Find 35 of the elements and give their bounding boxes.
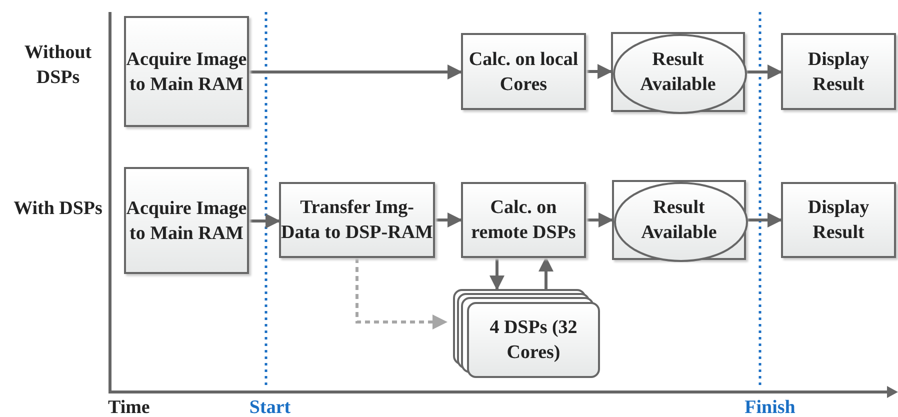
- process-box: [124, 16, 249, 127]
- arrow: [435, 212, 462, 228]
- arrow: [249, 64, 462, 80]
- node-label: Result Available: [640, 196, 718, 245]
- time-marker-label: Start: [248, 396, 292, 417]
- node-label: Acquire Image to Main RAM: [126, 196, 247, 246]
- arrow: [586, 212, 614, 228]
- process-box: [124, 167, 249, 274]
- process-box: [781, 33, 896, 110]
- node-label: Display Result: [806, 48, 870, 96]
- result-ellipse: [612, 180, 746, 260]
- node-label: 4 DSPs (32 Cores): [488, 316, 578, 365]
- node-label: Calc. on local Cores: [468, 48, 580, 96]
- time-marker-label: Finish: [744, 396, 796, 417]
- node-label: Display Result: [806, 196, 870, 245]
- node-label: Result Available: [639, 48, 717, 97]
- arrow: [538, 256, 554, 289]
- row-label: With DSPs: [12, 197, 104, 221]
- arrow: [745, 64, 782, 80]
- process-box: [781, 182, 896, 258]
- node-label: Acquire Image to Main RAM: [126, 48, 247, 96]
- result-ellipse: [611, 32, 745, 112]
- process-box: [279, 182, 435, 258]
- process-box: [461, 33, 586, 110]
- dsp-stack-box: [467, 302, 600, 378]
- arrow: [586, 64, 612, 79]
- arrow: [746, 212, 782, 228]
- node-label: Calc. on remote DSPs: [470, 196, 577, 245]
- process-box: [461, 182, 586, 258]
- arrow: [356, 258, 448, 330]
- node-label: Transfer Img-Data to DSP-RAM: [281, 196, 433, 245]
- arrow: [249, 214, 280, 228]
- arrow: [490, 258, 504, 290]
- axis-label: Time: [108, 396, 151, 417]
- row-label: Without DSPs: [23, 41, 93, 90]
